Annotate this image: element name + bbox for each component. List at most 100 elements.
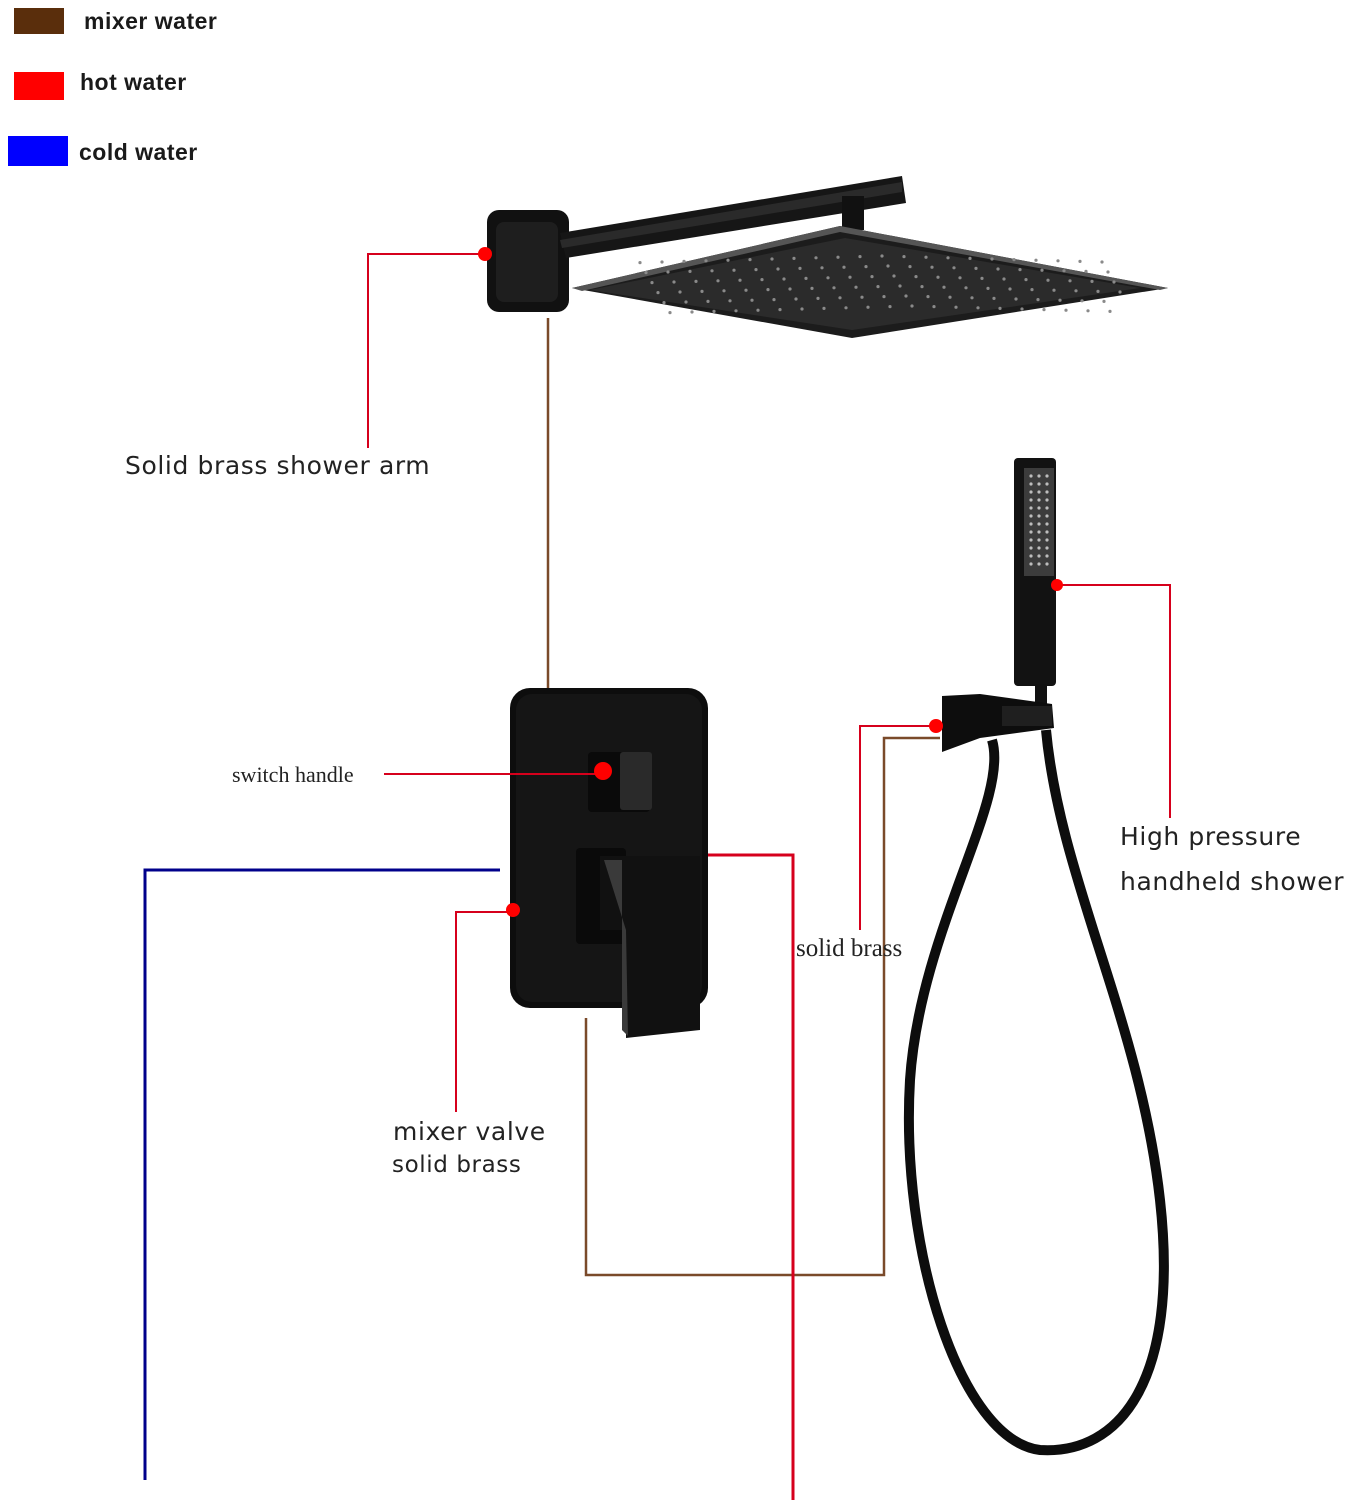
hand-nozzle-dot — [1045, 538, 1049, 542]
nozzle-dot — [1042, 308, 1046, 312]
nozzle-dot — [942, 285, 946, 289]
nozzle-dot — [932, 305, 936, 309]
nozzle-dot — [668, 311, 672, 315]
nozzle-dot — [1030, 288, 1034, 292]
nozzle-dot — [690, 310, 694, 314]
nozzle-dot — [1046, 278, 1050, 282]
nozzle-dot — [848, 275, 852, 279]
nozzle-dot — [1074, 289, 1078, 293]
nozzle-dot — [992, 296, 996, 300]
marker-mixer-valve — [506, 903, 520, 917]
mixer-lever-handle[interactable] — [576, 848, 700, 1038]
nozzle-dot — [948, 295, 952, 299]
nozzle-dot — [1014, 297, 1018, 301]
hand-nozzle-dot — [1045, 530, 1049, 534]
hand-nozzle-dot — [1045, 474, 1049, 478]
nozzle-dot — [898, 284, 902, 288]
nozzle-dot — [798, 266, 802, 270]
nozzle-dot — [826, 276, 830, 280]
nozzle-dot — [678, 290, 682, 294]
nozzle-dot — [888, 305, 892, 309]
hand-nozzle-dot — [1045, 522, 1049, 526]
hand-nozzle-dot — [1029, 562, 1033, 566]
nozzle-dot — [816, 296, 820, 300]
nozzle-dot — [650, 281, 654, 285]
nozzle-dot — [804, 276, 808, 280]
label-mixer-valve-line1: mixer valve — [393, 1117, 546, 1146]
cold-water-pipe — [143, 868, 500, 1480]
nozzle-dot — [1056, 259, 1060, 263]
nozzle-dot — [936, 275, 940, 279]
nozzle-dot — [844, 306, 848, 310]
handheld-shower-wand[interactable] — [1014, 458, 1056, 708]
hand-nozzle-dot — [1029, 490, 1033, 494]
nozzle-dot — [710, 269, 714, 273]
legend-swatch-cold-water — [8, 136, 68, 166]
shower-hose — [903, 729, 1169, 1456]
nozzle-dot — [766, 288, 770, 292]
legend-label-mixer-water: mixer water — [84, 8, 218, 34]
nozzle-dot — [1100, 260, 1104, 264]
nozzle-dot — [1036, 298, 1040, 302]
nozzle-dot — [810, 286, 814, 290]
nozzle-dot — [772, 298, 776, 302]
nozzle-dot — [1040, 268, 1044, 272]
nozzle-dot — [924, 255, 928, 259]
nozzle-dot — [738, 278, 742, 282]
nozzle-dot — [704, 259, 708, 263]
legend-swatch-hot-water — [14, 72, 64, 100]
marker-handheld — [1051, 579, 1063, 591]
hand-nozzle-dot — [1029, 506, 1033, 510]
nozzle-dot — [892, 274, 896, 278]
hand-nozzle-dot — [1037, 490, 1041, 494]
hand-nozzle-dot — [1029, 498, 1033, 502]
hand-nozzle-dot — [1029, 482, 1033, 486]
nozzle-dot — [964, 286, 968, 290]
hand-nozzle-dot — [1037, 530, 1041, 534]
hand-nozzle-dot — [1029, 554, 1033, 558]
nozzle-dot — [1090, 279, 1094, 283]
nozzle-dot — [1034, 258, 1038, 262]
nozzle-dot — [744, 288, 748, 292]
nozzle-dot — [860, 295, 864, 299]
nozzle-dot — [842, 265, 846, 269]
nozzle-dot — [1084, 269, 1088, 273]
nozzle-dot — [886, 264, 890, 268]
hand-nozzle-dot — [1037, 554, 1041, 558]
nozzle-dot — [880, 254, 884, 258]
nozzle-dot — [1080, 299, 1084, 303]
nozzle-dot — [1008, 287, 1012, 291]
marker-shower-arm — [478, 247, 492, 261]
nozzle-dot — [1024, 278, 1028, 282]
nozzle-dot — [782, 277, 786, 281]
nozzle-dot — [858, 255, 862, 259]
legend-swatch-mixer-water — [14, 8, 64, 34]
switch-handle-knob[interactable] — [588, 752, 652, 812]
nozzle-dot — [820, 266, 824, 270]
nozzle-dot — [976, 306, 980, 310]
nozzle-dot — [716, 279, 720, 283]
label-shower-arm: Solid brass shower arm — [125, 451, 431, 480]
nozzle-dot — [734, 309, 738, 313]
hand-nozzle-dot — [1029, 514, 1033, 518]
hand-nozzle-dot — [1045, 490, 1049, 494]
nozzle-dot — [836, 255, 840, 259]
marker-switch-handle — [594, 762, 612, 780]
hand-nozzle-dot — [1037, 474, 1041, 478]
nozzle-dot — [1068, 279, 1072, 283]
label-handheld-line1: High pressure — [1120, 822, 1302, 851]
hand-nozzle-dot — [1029, 538, 1033, 542]
leader-solid-brass — [859, 725, 936, 930]
hand-nozzle-dot — [1045, 562, 1049, 566]
nozzle-dot — [1058, 298, 1062, 302]
nozzle-dot — [794, 297, 798, 301]
nozzle-dot — [980, 276, 984, 280]
hand-nozzle-dot — [1045, 554, 1049, 558]
nozzle-dot — [914, 275, 918, 279]
nozzle-dot — [684, 300, 688, 304]
hand-nozzle-dot — [1029, 530, 1033, 534]
nozzle-dot — [1002, 277, 1006, 281]
nozzle-dot — [870, 275, 874, 279]
nozzle-dot — [986, 286, 990, 290]
